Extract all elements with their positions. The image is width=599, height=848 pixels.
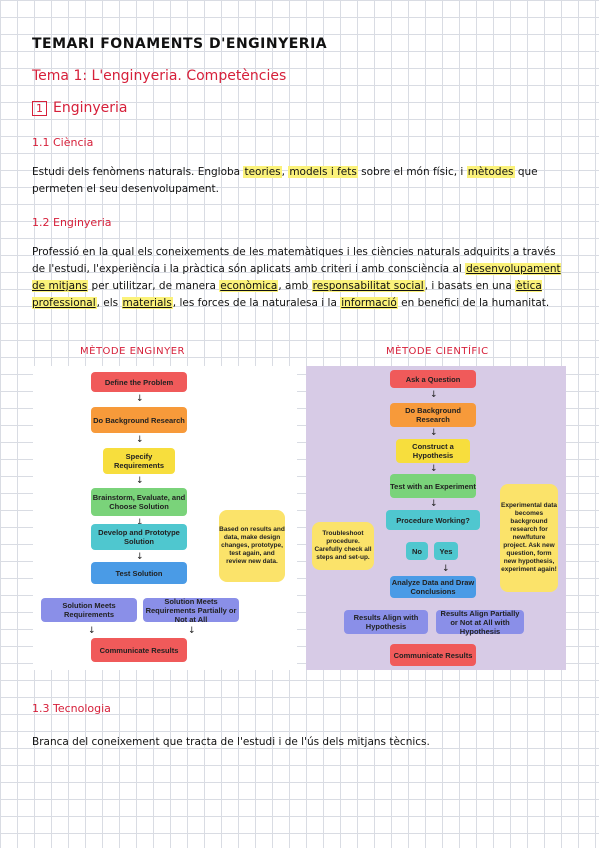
troubleshoot-note: Troubleshoot procedure. Carefully check … [312,522,374,570]
experimental-data-note: Experimental data becomes background res… [500,484,558,592]
heading-ciencia: 1.1 Ciència [32,136,94,149]
results-align-box: Results Align with Hypothesis [344,610,428,634]
arrow-icon: ↓ [88,626,96,636]
arrow-icon: ↓ [136,552,144,562]
test-solution-box: Test Solution [91,562,187,584]
procedure-working-box: Procedure Working? [386,510,480,530]
heading-enginyeria: 1.2 Enginyeria [32,216,112,229]
highlight: informació [340,297,398,309]
arrow-icon: ↓ [430,390,438,400]
text: Professió en la qual els coneixements de… [32,246,556,275]
construct-hypothesis-box: Construct a Hypothesis [396,439,470,463]
ask-question-box: Ask a Question [390,370,476,388]
results-partial-box: Results Align Partially or Not at All wi… [436,609,524,636]
arrow-icon: ↓ [442,564,450,574]
brainstorm-box: Brainstorm, Evaluate, and Choose Solutio… [91,488,187,516]
scientific-flowchart: Ask a Question ↓ Do Background Research … [306,366,566,670]
arrow-icon: ↓ [136,518,144,528]
define-problem-box: Define the Problem [91,372,187,392]
text: Estudi dels fenòmens naturals. Engloba [32,166,244,178]
arrow-icon: ↓ [430,428,438,438]
heading-tecnologia: 1.3 Tecnologia [32,702,111,715]
arrow-icon: ↓ [136,435,144,445]
section-number: 1 [32,100,47,116]
highlight: mètodes [466,166,515,178]
text: per utilitzar, de manera [88,280,220,292]
specify-requirements-box: Specify Requirements [103,448,175,474]
arrow-icon: ↓ [430,499,438,509]
text: que permeten el seu desenvolupament. [32,166,538,195]
highlight: models i fets [288,166,358,178]
communicate-results-box: Communicate Results [91,638,187,662]
text: , i basats en una [424,280,516,292]
text: , [281,166,289,178]
engineer-method-label: MÈTODE ENGINYER [80,346,185,357]
highlight: responsabilitat social [311,280,425,292]
engineer-flowchart: Define the Problem ↓ Do Background Resea… [33,366,297,670]
solution-meets-box: Solution Meets Requirements [41,598,137,622]
background-research-box: Do Background Research [91,407,187,433]
text: , amb [278,280,312,292]
highlight: econòmica [219,280,279,292]
topic-title: Tema 1: L'enginyeria. Competències [32,68,287,84]
text: , les forces de la naturalesa i la [172,297,341,309]
yes-box: Yes [434,542,458,560]
background-research-box: Do Background Research [390,403,476,427]
arrow-icon: ↓ [136,394,144,404]
paragraph-enginyeria: Professió en la qual els coneixements de… [32,244,572,312]
paragraph-ciencia: Estudi dels fenòmens naturals. Engloba t… [32,164,572,198]
test-experiment-box: Test with an Experiment [390,474,476,498]
arrow-icon: ↓ [430,464,438,474]
highlight: teories [243,166,282,178]
text: sobre el món físic, i [357,166,467,178]
section-title: 1 Enginyeria [32,100,128,116]
no-box: No [406,542,428,560]
scientific-method-label: MÈTODE CIENTÍFIC [386,346,489,357]
communicate-results-box: Communicate Results [390,644,476,666]
arrow-icon: ↓ [188,626,196,636]
page-title: TEMARI FONAMENTS D'ENGINYERIA [32,36,328,52]
analyze-data-box: Analyze Data and Draw Conclusions [390,576,476,598]
section-label: Enginyeria [53,100,128,116]
highlight: materials [121,297,173,309]
text: , els [96,297,122,309]
solution-partial-box: Solution Meets Requirements Partially or… [143,597,239,624]
redesign-note: Based on results and data, make design c… [219,510,285,582]
develop-prototype-box: Develop and Prototype Solution [91,524,187,550]
arrow-icon: ↓ [136,476,144,486]
text: en benefici de la humanitat. [397,297,550,309]
paragraph-tecnologia: Branca del coneixement que tracta de l'e… [32,736,430,748]
